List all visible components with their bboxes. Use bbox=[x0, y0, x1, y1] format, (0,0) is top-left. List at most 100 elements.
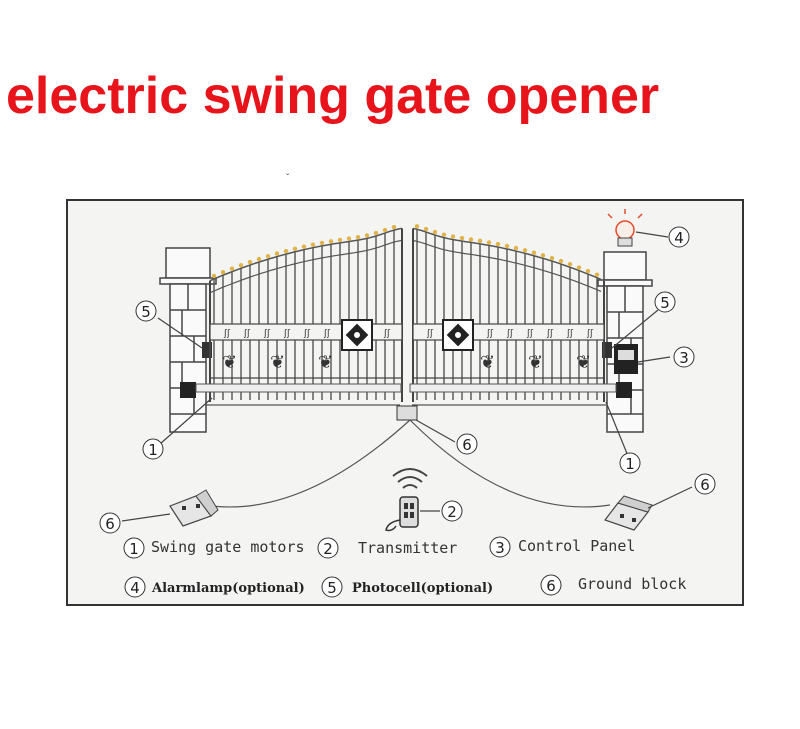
legend-item-6: 6 Ground block bbox=[540, 574, 686, 596]
gate-spike bbox=[238, 263, 244, 268]
gate-spike bbox=[265, 254, 271, 259]
gate-spike bbox=[229, 266, 235, 271]
gate-spike bbox=[513, 245, 519, 251]
tick-mark: ˇ bbox=[286, 172, 290, 184]
gate-spike bbox=[355, 234, 361, 240]
left-swing-arc bbox=[204, 419, 411, 508]
gate-spike bbox=[274, 251, 280, 256]
callout-4-text: 4 bbox=[674, 229, 684, 247]
gate-lower-ornament: ❦ bbox=[318, 352, 333, 373]
left-pillar bbox=[159, 247, 217, 433]
gate-spike bbox=[346, 236, 352, 241]
gate-spike bbox=[504, 243, 510, 249]
legend-text-6: Ground block bbox=[578, 575, 686, 593]
gate-spike bbox=[423, 226, 429, 232]
transmitter bbox=[385, 468, 428, 532]
leader-lines bbox=[121, 231, 693, 522]
gate-scroll-ornament: ʃʃ bbox=[243, 329, 251, 339]
legend-item-2: 2 Transmitter bbox=[317, 537, 457, 559]
legend-text-1: Swing gate motors bbox=[151, 538, 305, 556]
gate-spike bbox=[594, 272, 600, 277]
gate-panels: ʃʃʃʃʃʃʃʃʃʃʃʃʃʃʃʃʃʃ❦❦❦ʃʃʃʃʃʃʃʃʃʃʃʃʃʃʃʃʃʃ❦… bbox=[209, 224, 605, 402]
gate-spike bbox=[382, 227, 388, 233]
gate-spike bbox=[486, 240, 492, 245]
callout-2: 2 bbox=[441, 500, 463, 522]
gate-scroll-ornament: ʃʃ bbox=[486, 329, 494, 339]
gate-lower-ornament: ❦ bbox=[480, 352, 495, 373]
callout-5-left-text: 5 bbox=[141, 303, 151, 321]
legend-item-1: 1 Swing gate motors bbox=[123, 537, 305, 559]
gate-lower-ornament: ❦ bbox=[528, 352, 543, 373]
legend-num-4: 4 bbox=[130, 579, 140, 597]
callout-2-text: 2 bbox=[447, 503, 457, 521]
callout-6-center: 6 bbox=[456, 433, 478, 455]
gate-spike bbox=[292, 246, 298, 251]
gate-scroll-ornament: ʃʃ bbox=[526, 329, 534, 339]
legend-item-3: 3 Control Panel bbox=[489, 536, 635, 558]
gate-spike bbox=[337, 237, 343, 243]
gate-spike bbox=[301, 244, 307, 249]
gate-spike bbox=[414, 224, 420, 229]
right-swing-arc bbox=[409, 419, 611, 508]
gate-spike bbox=[522, 248, 528, 253]
gate-spike bbox=[328, 239, 334, 244]
legend-num-5: 5 bbox=[327, 579, 337, 597]
gate-spike bbox=[247, 259, 253, 265]
right-motor-bracket bbox=[616, 382, 632, 398]
gate-spike bbox=[391, 224, 397, 230]
gate-scroll-ornament: ʃʃ bbox=[323, 329, 331, 339]
right-motor-arm bbox=[409, 383, 617, 393]
callout-6-left-text: 6 bbox=[105, 515, 115, 533]
gate-spike bbox=[432, 229, 438, 235]
callout-1-left-text: 1 bbox=[148, 441, 158, 459]
gate-spike bbox=[364, 233, 370, 238]
left-photocell bbox=[202, 342, 212, 358]
callout-1-right: 1 bbox=[619, 452, 641, 474]
gate-lower-ornament: ❦ bbox=[576, 352, 591, 373]
callout-6-left: 6 bbox=[99, 512, 121, 534]
gate-scroll-ornament: ʃʃ bbox=[426, 329, 434, 339]
callout-6-right-text: 6 bbox=[700, 476, 710, 494]
page-title: electric swing gate opener bbox=[6, 67, 660, 125]
gate-arch-top bbox=[209, 227, 403, 282]
gate-spike bbox=[558, 258, 564, 264]
legend-text-4: Alarmlamp(optional) bbox=[151, 581, 305, 596]
gate-scroll-ornament: ʃʃ bbox=[283, 329, 291, 339]
callout-5-right-text: 5 bbox=[660, 294, 670, 312]
legend-text-3: Control Panel bbox=[518, 537, 635, 555]
gate-spike bbox=[211, 273, 217, 279]
center-ground-block bbox=[396, 405, 418, 421]
gate-arch-inner bbox=[209, 239, 403, 294]
gate-spike bbox=[459, 235, 465, 241]
legend-num-2: 2 bbox=[323, 540, 333, 558]
gate-spike bbox=[576, 265, 582, 270]
gate-medallion-center bbox=[455, 332, 461, 338]
gate-spike bbox=[283, 248, 289, 254]
gate-scroll-ornament: ʃʃ bbox=[566, 329, 574, 339]
legend-text-2: Transmitter bbox=[358, 539, 457, 557]
gate-scroll-ornament: ʃʃ bbox=[586, 329, 594, 339]
gate-spike bbox=[450, 234, 456, 239]
gate-spike bbox=[495, 241, 501, 247]
gate-spike bbox=[531, 250, 537, 255]
callout-5-right: 5 bbox=[654, 291, 676, 313]
callout-4: 4 bbox=[668, 226, 690, 248]
gate-spike bbox=[310, 242, 316, 247]
gate-scroll-ornament: ʃʃ bbox=[303, 329, 311, 339]
gate-spike bbox=[373, 230, 379, 236]
gate-medallion-center bbox=[354, 332, 360, 338]
legend-text-5: Photocell(optional) bbox=[352, 581, 493, 596]
legend-item-5: 5 Photocell(optional) bbox=[321, 576, 493, 598]
gate-spike bbox=[549, 255, 555, 261]
alarm-lamp bbox=[607, 209, 643, 247]
callout-1-right-text: 1 bbox=[625, 455, 635, 473]
control-panel-screen bbox=[618, 350, 634, 360]
gate-lower-ornament: ❦ bbox=[270, 352, 285, 373]
gate-lower-ornament: ❦ bbox=[222, 352, 237, 373]
gate-spike bbox=[540, 253, 546, 258]
legend-item-4: 4 Alarmlamp(optional) bbox=[124, 576, 305, 598]
callout-1-left: 1 bbox=[142, 438, 164, 460]
legend-num-3: 3 bbox=[495, 539, 505, 557]
callout-3-text: 3 bbox=[679, 349, 689, 367]
left-motor-arm bbox=[195, 383, 402, 393]
